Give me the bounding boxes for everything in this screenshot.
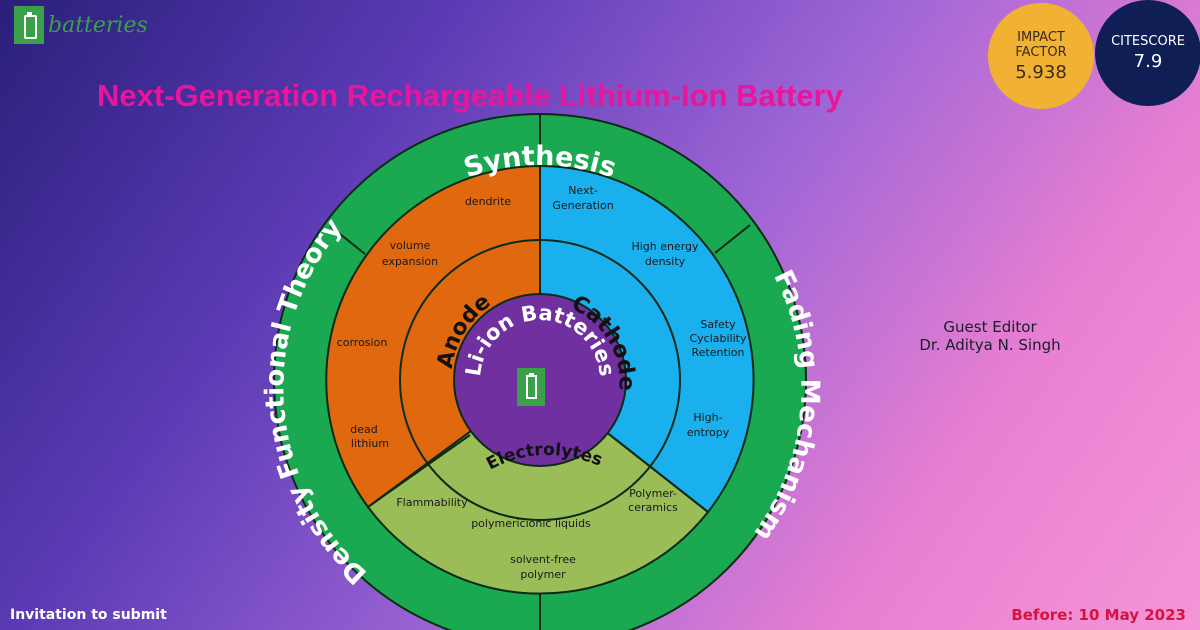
cathode-item: High- [693, 411, 722, 424]
electrolyte-item: polymer [520, 568, 566, 581]
electrolyte-items: Flammability polymericionic liquids Poly… [396, 487, 678, 581]
guest-editor: Guest Editor Dr. Aditya N. Singh [900, 318, 1080, 354]
electrolyte-item: ceramics [628, 501, 678, 514]
anode-items: dendrite volume expansion corrosion dead… [337, 195, 512, 450]
cathode-item: entropy [687, 426, 730, 439]
electrolyte-item: polymericionic liquids [471, 517, 591, 530]
guest-editor-name: Dr. Aditya N. Singh [919, 336, 1061, 354]
electrolyte-item: Polymer- [629, 487, 677, 500]
guest-editor-title: Guest Editor [943, 318, 1037, 336]
sector-divider [609, 434, 709, 513]
anode-item: expansion [382, 255, 438, 268]
brand-name: batteries [48, 12, 148, 38]
electrolyte-item: Flammability [396, 496, 468, 509]
cathode-item: Cyclability [689, 332, 746, 345]
deadline-text: Before: 10 May 2023 [1011, 606, 1186, 624]
cathode-item: Generation [552, 199, 613, 212]
ring-divider [329, 225, 366, 255]
cathode-items: Next- Generation High energy density Saf… [552, 184, 747, 439]
citescore-value: 7.9 [1133, 51, 1163, 72]
ring-divider [714, 224, 751, 254]
cathode-item: density [645, 255, 686, 268]
cathode-sector [539, 164, 755, 514]
brand-logo[interactable]: batteries [14, 6, 148, 44]
impact-factor-label-line1: IMPACT [1017, 29, 1065, 45]
anode-item: dendrite [465, 195, 512, 208]
sector-divider [367, 434, 471, 508]
page-title: Next-Generation Rechargeable Lithium-Ion… [97, 78, 843, 113]
impact-factor-value: 5.938 [1015, 61, 1067, 83]
citescore-badge: CITESCORE 7.9 [1095, 0, 1200, 106]
invitation-text: Invitation to submit [10, 607, 167, 623]
anode-item: volume [390, 239, 431, 252]
anode-item: corrosion [337, 336, 388, 349]
impact-factor-label-line2: FACTOR [1015, 44, 1067, 60]
cathode-item: Safety [700, 318, 736, 331]
anode-item: lithium [351, 437, 389, 450]
battery-icon [14, 6, 44, 44]
impact-factor-badge: IMPACT FACTOR 5.938 [988, 3, 1094, 109]
cathode-item: High energy [631, 240, 699, 253]
citescore-label: CITESCORE [1111, 34, 1185, 49]
center-battery-icon [517, 368, 545, 406]
electrolyte-item: solvent-free [510, 553, 576, 566]
electrolyte-sector [366, 378, 710, 595]
cathode-item: Next- [568, 184, 598, 197]
cathode-item: Retention [691, 346, 744, 359]
anode-item: dead [350, 423, 377, 436]
